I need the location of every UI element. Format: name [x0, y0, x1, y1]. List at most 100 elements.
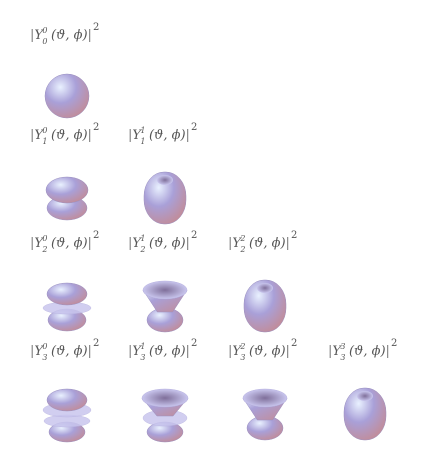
harmonic-surface-torus: [243, 279, 287, 333]
degree-l: 3: [140, 353, 146, 362]
order-m: 2: [240, 234, 246, 243]
torus-body-hole: [357, 391, 373, 401]
degree-l: 2: [140, 245, 146, 254]
upper-lobe: [45, 176, 89, 204]
harmonic-arguments: (ϑ, ϕ): [148, 344, 186, 359]
abs-bar-right: |: [87, 344, 92, 359]
abs-bar-left: |: [128, 128, 133, 143]
harmonic-arguments: (ϑ, ϕ): [50, 344, 88, 359]
degree-l: 2: [42, 245, 48, 254]
harmonic-surface-dumbbell: [45, 176, 89, 221]
harmonic-arguments: (ϑ, ϕ): [248, 344, 286, 359]
squared-exponent: 2: [290, 230, 298, 241]
degree-l: 0: [42, 37, 48, 46]
abs-bar-right: |: [385, 344, 390, 359]
abs-bar-right: |: [285, 344, 290, 359]
abs-bar-left: |: [328, 344, 333, 359]
abs-bar-left: |: [30, 344, 35, 359]
torus-body: [243, 279, 287, 333]
abs-bar-left: |: [30, 236, 35, 251]
abs-bar-right: |: [285, 236, 290, 251]
order-m: 1: [140, 342, 146, 351]
harmonic-surface-double-cone: [242, 388, 288, 441]
abs-bar-left: |: [128, 236, 133, 251]
degree-l: 3: [240, 353, 246, 362]
upper-lobe: [46, 282, 88, 306]
abs-bar-right: |: [185, 344, 190, 359]
degree-l: 1: [42, 137, 48, 146]
abs-bar-right: |: [87, 236, 92, 251]
squared-exponent: 2: [190, 230, 198, 241]
upper-bowl-rim: [141, 388, 189, 408]
order-m: 2: [240, 342, 246, 351]
harmonic-arguments: (ϑ, ϕ): [50, 128, 88, 143]
abs-bar-right: |: [87, 128, 92, 143]
harmonic-surface-double-cone: [142, 280, 188, 333]
order-m: 0: [42, 26, 48, 35]
harmonic-arguments: (ϑ, ϕ): [348, 344, 386, 359]
degree-l: 3: [42, 353, 48, 362]
torus-body-hole: [257, 283, 273, 293]
sphere-lobe: [44, 73, 90, 119]
harmonic-surface-cone-ring: [141, 388, 189, 443]
degree-l: 2: [240, 245, 246, 254]
harmonic-arguments: (ϑ, ϕ): [248, 236, 286, 251]
order-m: 1: [140, 234, 146, 243]
harmonic-surface-dumbbell-ring: [42, 282, 92, 332]
abs-bar-left: |: [30, 128, 35, 143]
squared-exponent: 2: [92, 22, 100, 33]
harmonic-arguments: (ϑ, ϕ): [148, 236, 186, 251]
squared-exponent: 2: [92, 122, 100, 133]
abs-bar-right: |: [87, 28, 92, 43]
torus-body-hole: [157, 175, 173, 185]
abs-bar-left: |: [30, 28, 35, 43]
abs-bar-right: |: [185, 128, 190, 143]
order-m: 3: [340, 342, 346, 351]
squared-exponent: 2: [92, 230, 100, 241]
harmonic-arguments: (ϑ, ϕ): [50, 28, 88, 43]
harmonic-surface-sphere: [44, 73, 90, 119]
harmonic-surface-dumbbell-double-ring: [42, 388, 92, 443]
degree-l: 3: [340, 353, 346, 362]
abs-bar-left: |: [128, 344, 133, 359]
harmonic-arguments: (ϑ, ϕ): [50, 236, 88, 251]
upper-lobe: [46, 388, 88, 412]
upper-bowl-rim: [242, 388, 288, 408]
abs-bar-left: |: [228, 236, 233, 251]
squared-exponent: 2: [290, 338, 298, 349]
order-m: 0: [42, 126, 48, 135]
harmonic-surface-torus: [143, 171, 187, 225]
harmonic-arguments: (ϑ, ϕ): [148, 128, 186, 143]
abs-bar-left: |: [228, 344, 233, 359]
upper-bowl-rim: [142, 280, 188, 300]
degree-l: 1: [140, 137, 146, 146]
abs-bar-right: |: [185, 236, 190, 251]
squared-exponent: 2: [190, 338, 198, 349]
torus-body: [343, 387, 387, 441]
